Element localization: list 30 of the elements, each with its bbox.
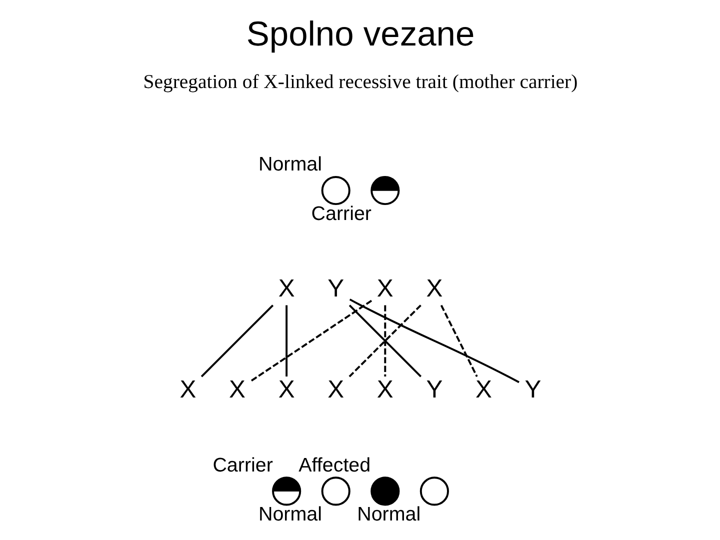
node-label: Affected: [298, 454, 370, 476]
node-label: Carrier: [212, 454, 272, 476]
node-label: Normal: [356, 504, 420, 526]
node-label: Normal: [258, 504, 322, 526]
connector: [348, 298, 519, 384]
connector: [440, 304, 478, 377]
node-text: X: [179, 376, 196, 404]
connector: [200, 304, 274, 378]
node-text: Y: [327, 275, 344, 302]
node-label: Carrier: [310, 202, 372, 225]
node-text: X: [278, 275, 294, 302]
node-text: X: [228, 376, 245, 404]
node-person: [419, 476, 448, 506]
node-text: Y: [426, 376, 442, 404]
diagram-title: Spolno vezane: [246, 16, 474, 54]
connector: [250, 300, 372, 382]
node-text: X: [278, 376, 294, 404]
node-person: [320, 476, 350, 506]
node-label: Normal: [258, 154, 322, 176]
label: Segregation of X-linked recessive trait (mother carrier): [142, 70, 578, 93]
node-text: X: [376, 275, 393, 302]
node-text: X: [376, 376, 393, 404]
connector: [285, 305, 288, 377]
node-text: Y: [524, 376, 541, 404]
node-text: X: [426, 275, 442, 302]
connector: [384, 305, 386, 377]
node-text: X: [475, 376, 492, 404]
node-person: [370, 476, 400, 506]
node-person: [320, 176, 350, 206]
node-text: X: [327, 376, 344, 404]
